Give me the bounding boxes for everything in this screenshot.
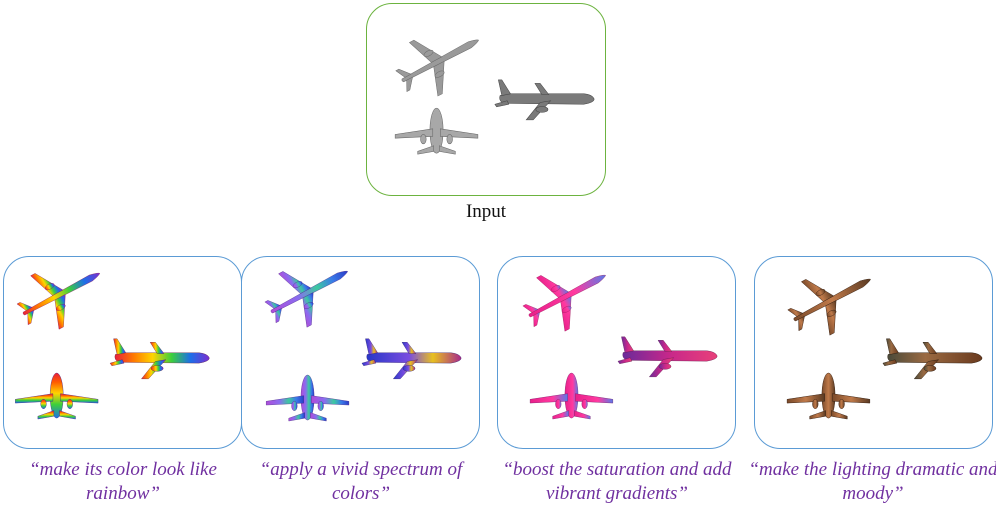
- airplane-gray-2: [494, 79, 595, 121]
- caption-moody: “make the lighting dramatic and moody”: [748, 459, 996, 504]
- output-panel-vibrant: [497, 256, 736, 449]
- airplane-gray-1: [386, 12, 494, 109]
- input-panel: [366, 3, 606, 196]
- airplane-gray-3: [394, 107, 479, 155]
- airplane-spectrum-1: [255, 257, 363, 340]
- airplane-vibrant-1: [513, 257, 621, 344]
- moody-airplanes: [778, 257, 983, 420]
- airplane-moody-1: [778, 257, 886, 348]
- output-panel-spectrum: [241, 256, 480, 449]
- input-label: Input: [465, 201, 507, 222]
- airplane-rainbow-3: [14, 372, 99, 420]
- input-airplanes: [386, 12, 595, 155]
- airplane-spectrum-3: [265, 374, 350, 422]
- rainbow-airplanes: [7, 257, 210, 420]
- airplane-moody-3: [786, 372, 871, 420]
- output-panel-moody: [754, 256, 993, 449]
- caption-vibrant: “boost the saturation and add vibrant gr…: [502, 459, 732, 504]
- airplane-vibrant-2: [617, 336, 718, 378]
- spectrum-airplanes: [255, 257, 462, 422]
- airplane-moody-2: [882, 338, 983, 380]
- caption-rainbow: “make its color look like rainbow”: [29, 459, 217, 504]
- caption-spectrum: “apply a vivid spectrum of colors”: [259, 459, 463, 504]
- airplane-spectrum-2: [361, 338, 462, 380]
- airplane-vibrant-3: [529, 372, 614, 420]
- output-panel-rainbow: [3, 256, 242, 449]
- airplane-rainbow-1: [7, 257, 115, 342]
- vibrant-airplanes: [513, 257, 718, 420]
- airplane-rainbow-2: [109, 338, 210, 380]
